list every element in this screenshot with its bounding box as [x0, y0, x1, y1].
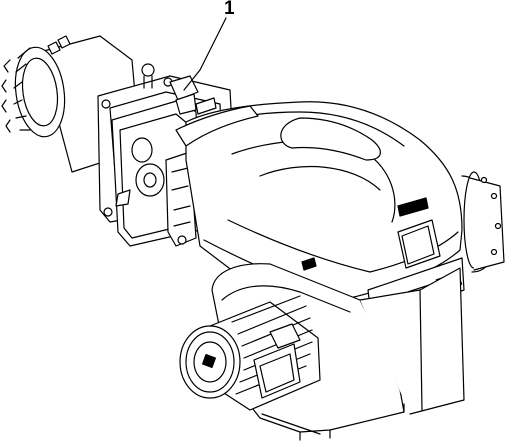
fan-motor [179, 295, 321, 411]
blast-tube-flange [461, 171, 505, 273]
rear-motor-cylinder [1, 35, 141, 173]
callout-1-label: 1 [224, 0, 235, 19]
valve-block [111, 99, 201, 247]
callout-1-leader [183, 17, 227, 91]
